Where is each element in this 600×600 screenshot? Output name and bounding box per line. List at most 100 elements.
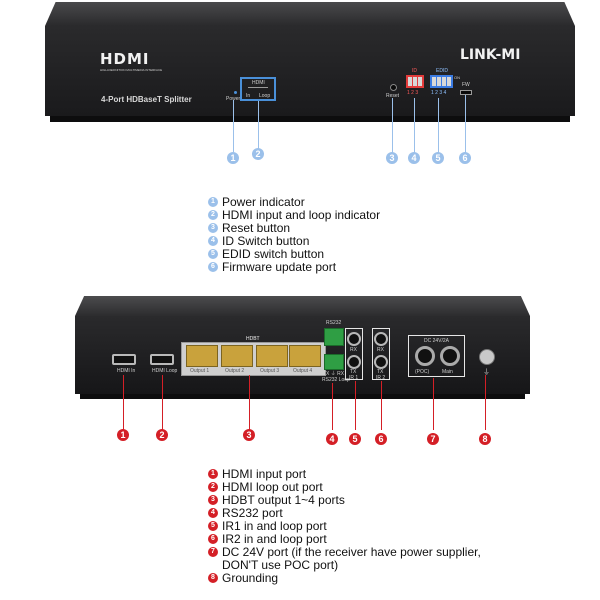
power-label: Power (226, 96, 241, 102)
legend-text: Reset button (222, 220, 291, 235)
rear-callout-2: 2 (156, 429, 168, 441)
model-name: 4-Port HDBaseT Splitter (101, 95, 192, 104)
brand-logo: LINK-MI (460, 47, 521, 63)
legend-text: RS232 port (222, 505, 283, 520)
callout-line-5 (438, 98, 439, 153)
legend-badge: 3 (208, 222, 218, 233)
hdbt-output-4-port[interactable] (289, 345, 321, 367)
hdmi-in-port[interactable] (112, 354, 136, 365)
front-callout-5: 5 (432, 152, 444, 164)
rs232-terminal-in[interactable] (324, 328, 344, 346)
legend-text: Power indicator (222, 194, 305, 209)
rear-device-base (80, 394, 525, 399)
dc-main-jack[interactable] (440, 346, 460, 366)
legend-badge: 5 (208, 520, 218, 531)
hdbt-output-1-port[interactable] (186, 345, 218, 367)
legend-badge: 3 (208, 494, 218, 505)
rear-callout-5: 5 (349, 433, 361, 445)
front-callout-6: 6 (459, 152, 471, 164)
legend-badge: 4 (208, 507, 218, 518)
rear-callout-line-2 (162, 375, 163, 430)
output-1-label: Output 1 (190, 368, 210, 374)
legend-text: HDBT output 1~4 ports (222, 492, 345, 507)
rear-callout-3: 3 (243, 429, 255, 441)
ir2-label: IR 2 (376, 375, 386, 381)
rear-legend-item: DON'T use POC port) (208, 558, 481, 572)
output-4-label: Output 4 (293, 368, 313, 374)
id-dip-switch[interactable] (406, 75, 424, 88)
reset-label: Reset (386, 93, 400, 99)
rear-legend-item: 6 IR2 in and loop port (208, 532, 481, 546)
rear-callout-line-6 (381, 381, 382, 430)
legend-badge: 6 (208, 533, 218, 544)
front-legend-item: 4 ID Switch button (208, 233, 380, 248)
rear-legend-item: 2 HDMI loop out port (208, 480, 481, 494)
ground-icon: ⏚ (483, 369, 490, 376)
hdbt-label: HDBT (246, 336, 260, 342)
legend-badge: 2 (208, 481, 218, 492)
edid-on-label: ON (454, 75, 460, 80)
dc-poc-jack[interactable] (415, 346, 435, 366)
legend-badge: 8 (208, 572, 218, 583)
ir2-tx-jack[interactable] (374, 355, 388, 369)
hdmi-loop-port[interactable] (150, 354, 174, 365)
legend-badge: 1 (208, 468, 218, 479)
legend-badge: 5 (208, 248, 218, 259)
edid-dip-switch[interactable] (430, 75, 453, 88)
rear-legend: 1 HDMI input port 2 HDMI loop out port 3… (208, 466, 481, 585)
front-callout-1: 1 (227, 152, 239, 164)
ir1-tx-jack[interactable] (347, 355, 361, 369)
legend-badge: 6 (208, 261, 218, 272)
hdbt-output-2-port[interactable] (221, 345, 253, 367)
ir1-label: IR 1 (349, 375, 359, 381)
legend-badge: 7 (208, 546, 218, 557)
hdmi-indicator-panel (240, 77, 276, 101)
legend-text: Grounding (222, 570, 279, 585)
rear-callout-line-7 (433, 378, 434, 430)
ir2-tx-label: TX (377, 369, 384, 375)
legend-text: IR1 in and loop port (222, 518, 327, 533)
indicator-loop-label: Loop (259, 93, 271, 99)
rear-callout-line-8 (485, 375, 486, 430)
legend-badge: 4 (208, 235, 218, 246)
rs232-label: RS232 (326, 320, 342, 326)
front-legend-item: 1 Power indicator (208, 194, 380, 209)
edid-label: EDID (436, 68, 448, 74)
rear-callout-line-1 (123, 375, 124, 430)
rs232-loop-label: RS232 Loop (322, 377, 350, 383)
reset-button[interactable] (390, 84, 397, 91)
rear-legend-item: 7 DC 24V port (if the receiver have powe… (208, 545, 481, 559)
rear-legend-item: 4 RS232 port (208, 505, 481, 520)
legend-text: EDID switch button (222, 246, 325, 261)
legend-text: HDMI input port (222, 466, 307, 481)
fw-label: FW (462, 82, 470, 88)
rear-device-top (75, 296, 530, 316)
front-callout-3: 3 (386, 152, 398, 164)
hdmi-loop-label: HDMI Loop (152, 368, 178, 374)
ir1-rx-label: RX (350, 347, 357, 353)
indicator-title: HDMI (252, 80, 265, 86)
hdbt-output-3-port[interactable] (256, 345, 288, 367)
firmware-port[interactable] (460, 90, 472, 95)
rear-callout-8: 8 (479, 433, 491, 445)
indicator-bar (248, 87, 268, 88)
rear-callout-line-5 (355, 381, 356, 430)
front-callout-4: 4 (408, 152, 420, 164)
front-legend-item: 2 HDMI input and loop indicator (208, 208, 380, 222)
rs232-pins-label: TX ⏚ RX (323, 371, 345, 377)
rear-legend-item: 1 HDMI input port (208, 466, 481, 481)
ir1-rx-jack[interactable] (347, 332, 361, 346)
poc-label: (POC) (415, 369, 430, 375)
front-legend-item: 5 EDID switch button (208, 246, 380, 261)
rear-callout-line-4 (332, 383, 333, 430)
front-callout-2: 2 (252, 148, 264, 160)
front-device-base (50, 116, 570, 122)
ir2-rx-jack[interactable] (374, 332, 388, 346)
legend-text: ID Switch button (222, 233, 310, 248)
rs232-terminal-loop[interactable] (324, 354, 344, 370)
front-legend-item: 6 Firmware update port (208, 260, 380, 274)
dc-frame (408, 335, 465, 377)
grounding-screw[interactable] (479, 349, 495, 365)
front-legend-item: 3 Reset button (208, 220, 380, 235)
rear-legend-item: 5 IR1 in and loop port (208, 518, 481, 533)
